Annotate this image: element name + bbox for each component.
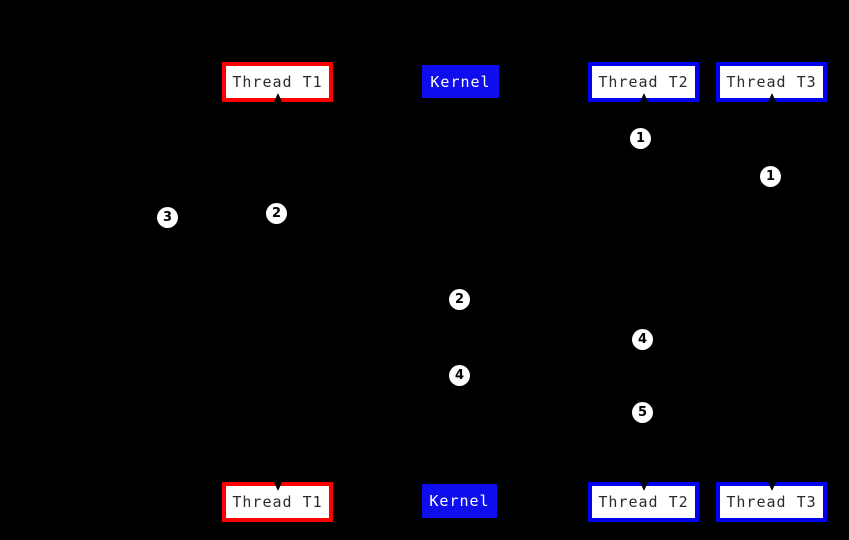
step-marker-2-t1: 2 bbox=[266, 203, 287, 224]
thread-t2-box-bottom: Thread T2 bbox=[588, 482, 699, 522]
thread-t1-box-bottom: Thread T1 bbox=[222, 482, 333, 522]
step-marker-5-t2: 5 bbox=[632, 402, 653, 423]
thread-t1-box-top: Thread T1 bbox=[222, 62, 333, 102]
thread-t2-label: Thread T2 bbox=[598, 493, 689, 511]
step-marker-4-t2: 4 bbox=[632, 329, 653, 350]
thread-t3-label: Thread T3 bbox=[726, 493, 817, 511]
step-number: 4 bbox=[637, 332, 648, 347]
thread-t2-label: Thread T2 bbox=[598, 73, 689, 91]
step-number: 3 bbox=[162, 210, 173, 225]
kernel-box-top: Kernel bbox=[422, 65, 499, 98]
thread-t3-box-bottom: Thread T3 bbox=[716, 482, 827, 522]
thread-t3-box-top: Thread T3 bbox=[716, 62, 827, 102]
lifeline-arrowhead-icon bbox=[639, 482, 648, 491]
step-marker-1-t3: 1 bbox=[760, 166, 781, 187]
thread-t2-box-top: Thread T2 bbox=[588, 62, 699, 102]
step-marker-1-t2: 1 bbox=[630, 128, 651, 149]
step-number: 1 bbox=[635, 131, 646, 146]
lifeline-arrowhead-icon bbox=[639, 93, 648, 102]
thread-t1-label: Thread T1 bbox=[232, 493, 323, 511]
step-number: 2 bbox=[271, 206, 282, 221]
thread-t3-label: Thread T3 bbox=[726, 73, 817, 91]
step-marker-4-kernel: 4 bbox=[449, 365, 470, 386]
step-marker-3-left: 3 bbox=[157, 207, 178, 228]
step-number: 4 bbox=[454, 368, 465, 383]
step-number: 5 bbox=[637, 405, 648, 420]
lifeline-arrowhead-icon bbox=[767, 93, 776, 102]
lifeline-arrowhead-icon bbox=[273, 93, 282, 102]
step-number: 2 bbox=[454, 292, 465, 307]
thread-t1-label: Thread T1 bbox=[232, 73, 323, 91]
kernel-label: Kernel bbox=[430, 72, 491, 91]
kernel-box-bottom: Kernel bbox=[422, 484, 497, 518]
step-number: 1 bbox=[765, 169, 776, 184]
lifeline-arrowhead-icon bbox=[273, 482, 282, 491]
kernel-label: Kernel bbox=[429, 492, 490, 510]
step-marker-2-kernel: 2 bbox=[449, 289, 470, 310]
lifeline-arrowhead-icon bbox=[767, 482, 776, 491]
